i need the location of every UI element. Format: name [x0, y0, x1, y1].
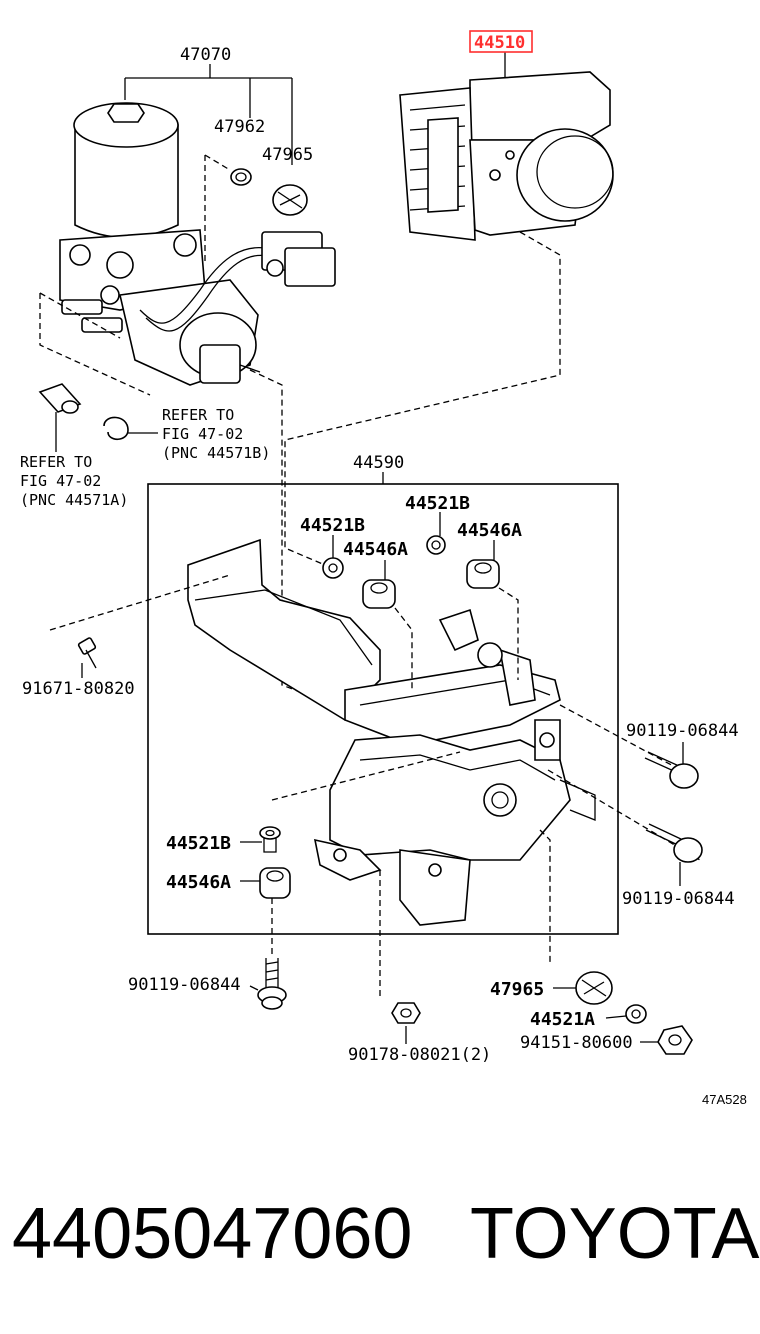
label-44521A: 44521A: [530, 1009, 595, 1030]
collar-44521B-3: [240, 751, 461, 853]
bolt-90119-3: [249, 958, 287, 1010]
nut-94151-80600: [640, 1025, 693, 1055]
label-47070: 47070: [180, 45, 231, 65]
abs-actuator-44510: [399, 52, 614, 241]
highlight-box-44510: [469, 30, 533, 53]
cap-47965-lower: [539, 829, 613, 1005]
pump-motor-assembly: [59, 64, 336, 386]
cushion-44546A-1: [362, 560, 413, 690]
label-44521B-1: 44521B: [300, 515, 365, 536]
cushion-44546A-2: [466, 540, 519, 680]
refer-a-line3: (PNC 44571A): [20, 491, 128, 509]
part-number: 4405047060: [12, 1194, 412, 1274]
label-90178-08021: 90178-08021(2): [348, 1045, 491, 1065]
label-44521B-3: 44521B: [166, 833, 231, 854]
label-44546A-3: 44546A: [166, 872, 231, 893]
diagram-code: 47A528: [702, 1092, 747, 1107]
refer-a-line2: FIG 47-02: [20, 472, 101, 490]
bracket-44590: [187, 538, 596, 926]
bolt-90119-2: [547, 769, 703, 886]
refer-b-line2: FIG 47-02: [162, 425, 243, 443]
label-47965-bottom: 47965: [490, 979, 544, 1000]
label-44521B-2: 44521B: [405, 493, 470, 514]
label-91671-80820: 91671-80820: [22, 679, 135, 699]
collar-44521B-2: [426, 512, 446, 555]
label-90119-06844-1: 90119-06844: [626, 721, 739, 741]
collar-44521B-1: [322, 535, 344, 579]
nut-90178-08021: [379, 870, 421, 1044]
refer-b-line1: REFER TO: [162, 406, 234, 424]
label-47965-top: 47965: [262, 145, 313, 165]
collar-44521A: [605, 1004, 647, 1024]
label-47962: 47962: [214, 117, 265, 137]
label-44590: 44590: [353, 453, 404, 473]
label-44546A-1: 44546A: [343, 539, 408, 560]
label-44510: 44510: [474, 33, 525, 53]
label-90119-06844-2: 90119-06844: [622, 889, 735, 909]
label-44546A-2: 44546A: [457, 520, 522, 541]
bolt-91671-80820: [49, 574, 231, 678]
brand-name: TOYOTA: [470, 1194, 759, 1274]
refer-a-line1: REFER TO: [20, 453, 92, 471]
bolt-90119-1: [559, 704, 699, 789]
refer-b-line3: (PNC 44571B): [162, 444, 270, 462]
cushion-44546A-3: [240, 867, 291, 955]
label-94151-80600: 94151-80600: [520, 1033, 633, 1053]
brake-pipe-stub: [38, 383, 82, 452]
pipe-clip: [103, 416, 158, 441]
label-90119-06844-3: 90119-06844: [128, 975, 241, 995]
